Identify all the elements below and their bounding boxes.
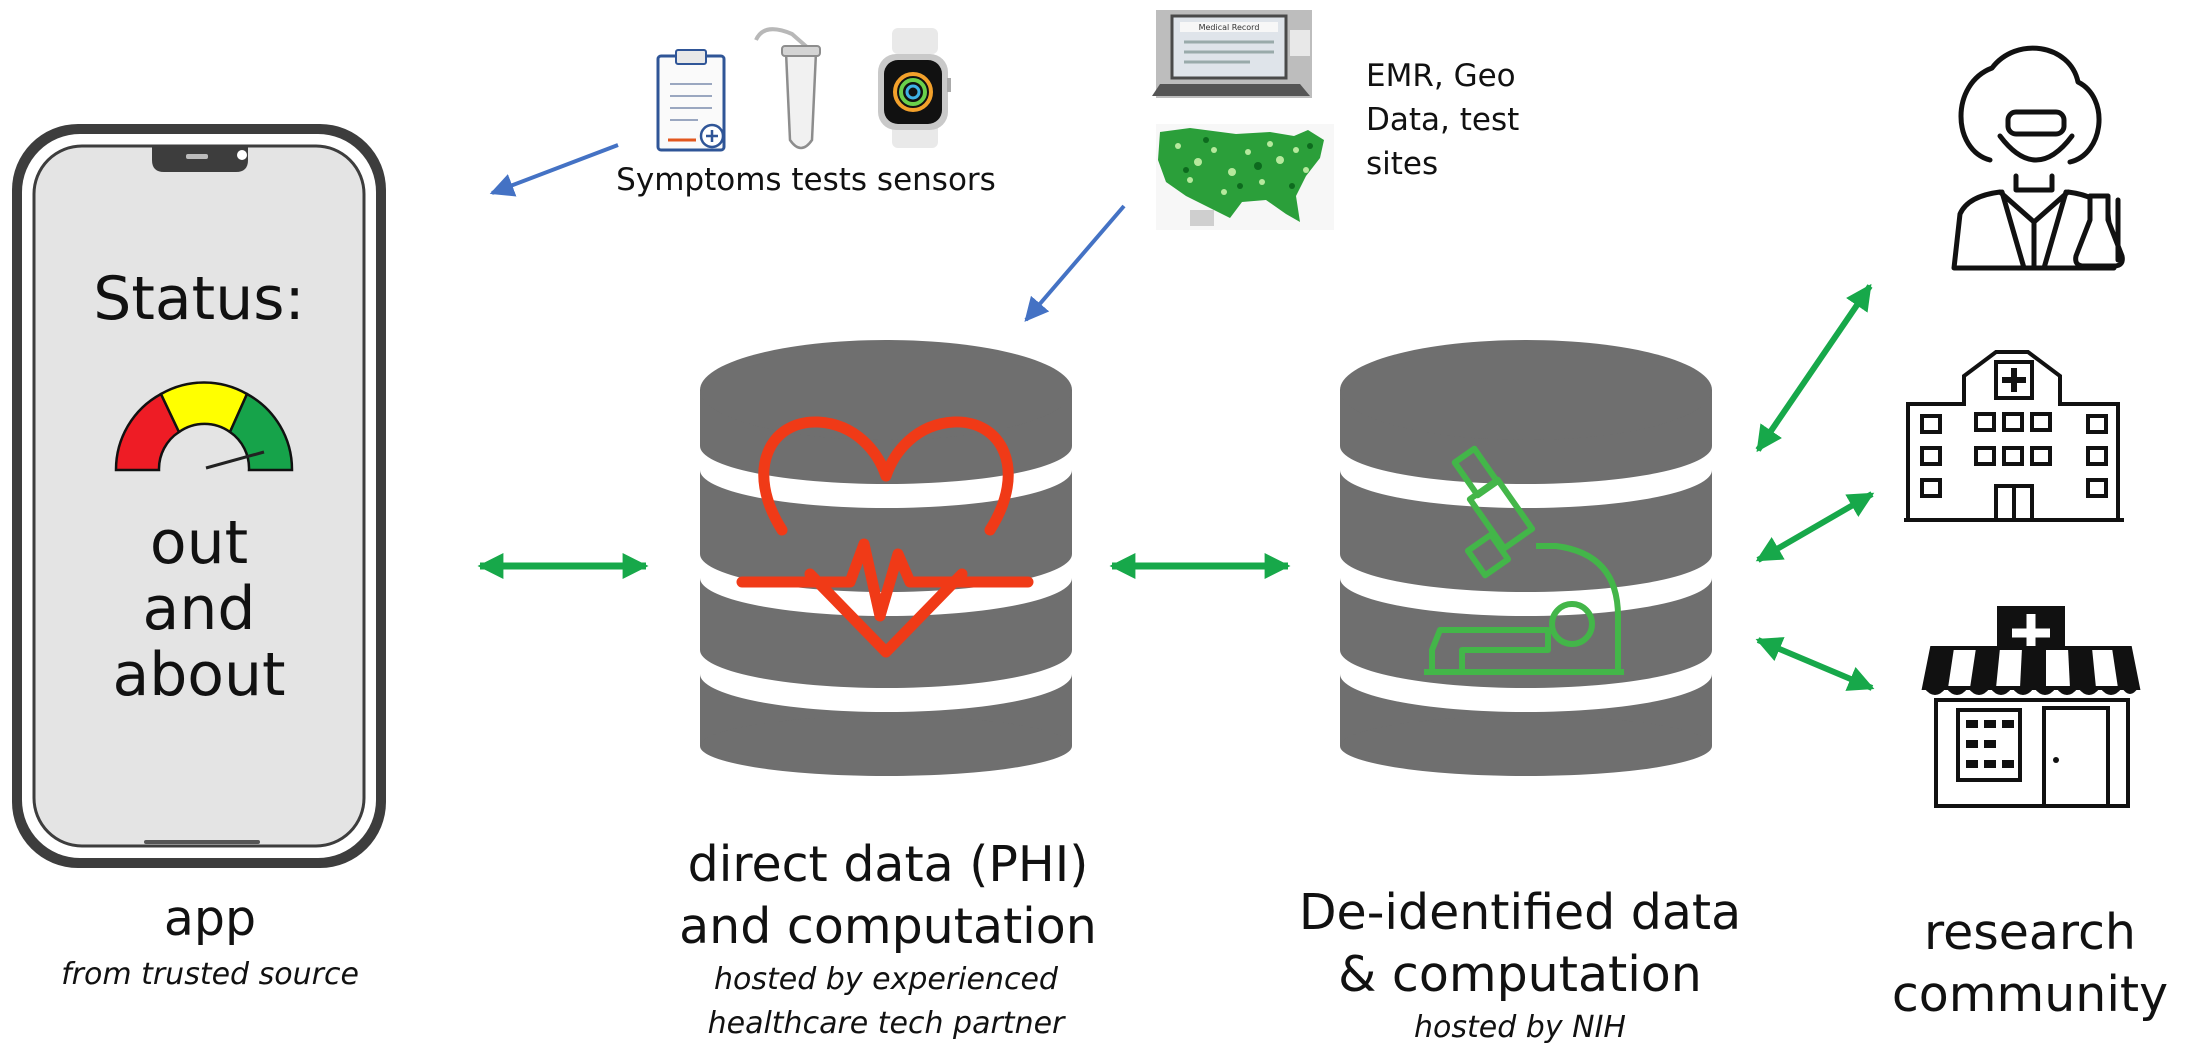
phone bbox=[12, 124, 386, 868]
sensor-input-arrow bbox=[489, 143, 619, 197]
laptop-icon: Medical Record bbox=[1152, 10, 1312, 98]
hospital-icon bbox=[1904, 350, 2124, 522]
phone-status-value: out and about bbox=[112, 508, 286, 710]
deid-database-icon bbox=[1340, 340, 1712, 776]
app-subtitle: from trusted source bbox=[61, 957, 359, 992]
microscope-icon bbox=[1424, 445, 1624, 675]
deid-db-subtitle: hosted by NIH bbox=[1414, 1010, 1626, 1045]
sensors-label: Symptoms tests sensors bbox=[616, 162, 996, 198]
us-map-icon bbox=[1156, 124, 1334, 230]
phone-status-label: Status: bbox=[93, 264, 305, 334]
emr-input-arrow bbox=[1024, 204, 1126, 322]
researcher-icon bbox=[1951, 45, 2125, 271]
deid-hospital-arrow bbox=[1755, 491, 1875, 563]
app-title: app bbox=[163, 890, 257, 947]
smartwatch-icon bbox=[878, 28, 951, 148]
medical-record-caption: Medical Record bbox=[1199, 23, 1260, 32]
deid-pharmacy-arrow bbox=[1755, 637, 1875, 691]
deid-db-title: De-identified data & computation bbox=[1298, 884, 1742, 1003]
phi-db-title: direct data (PHI) and computation bbox=[679, 836, 1097, 955]
test-tube-icon bbox=[754, 27, 821, 150]
heart-pulse-icon bbox=[736, 416, 1034, 658]
pharmacy-icon bbox=[1921, 606, 2141, 808]
research-community-title: research community bbox=[1891, 904, 2169, 1023]
phi-db-subtitle: hosted by experienced healthcare tech pa… bbox=[707, 962, 1065, 1041]
gauge-icon bbox=[114, 381, 294, 472]
external-data-label: EMR, Geo Data, test sites bbox=[1366, 58, 1520, 182]
phi-database-icon bbox=[700, 340, 1072, 776]
clipboard-icon bbox=[656, 49, 726, 152]
deid-researcher-arrow bbox=[1755, 283, 1873, 453]
